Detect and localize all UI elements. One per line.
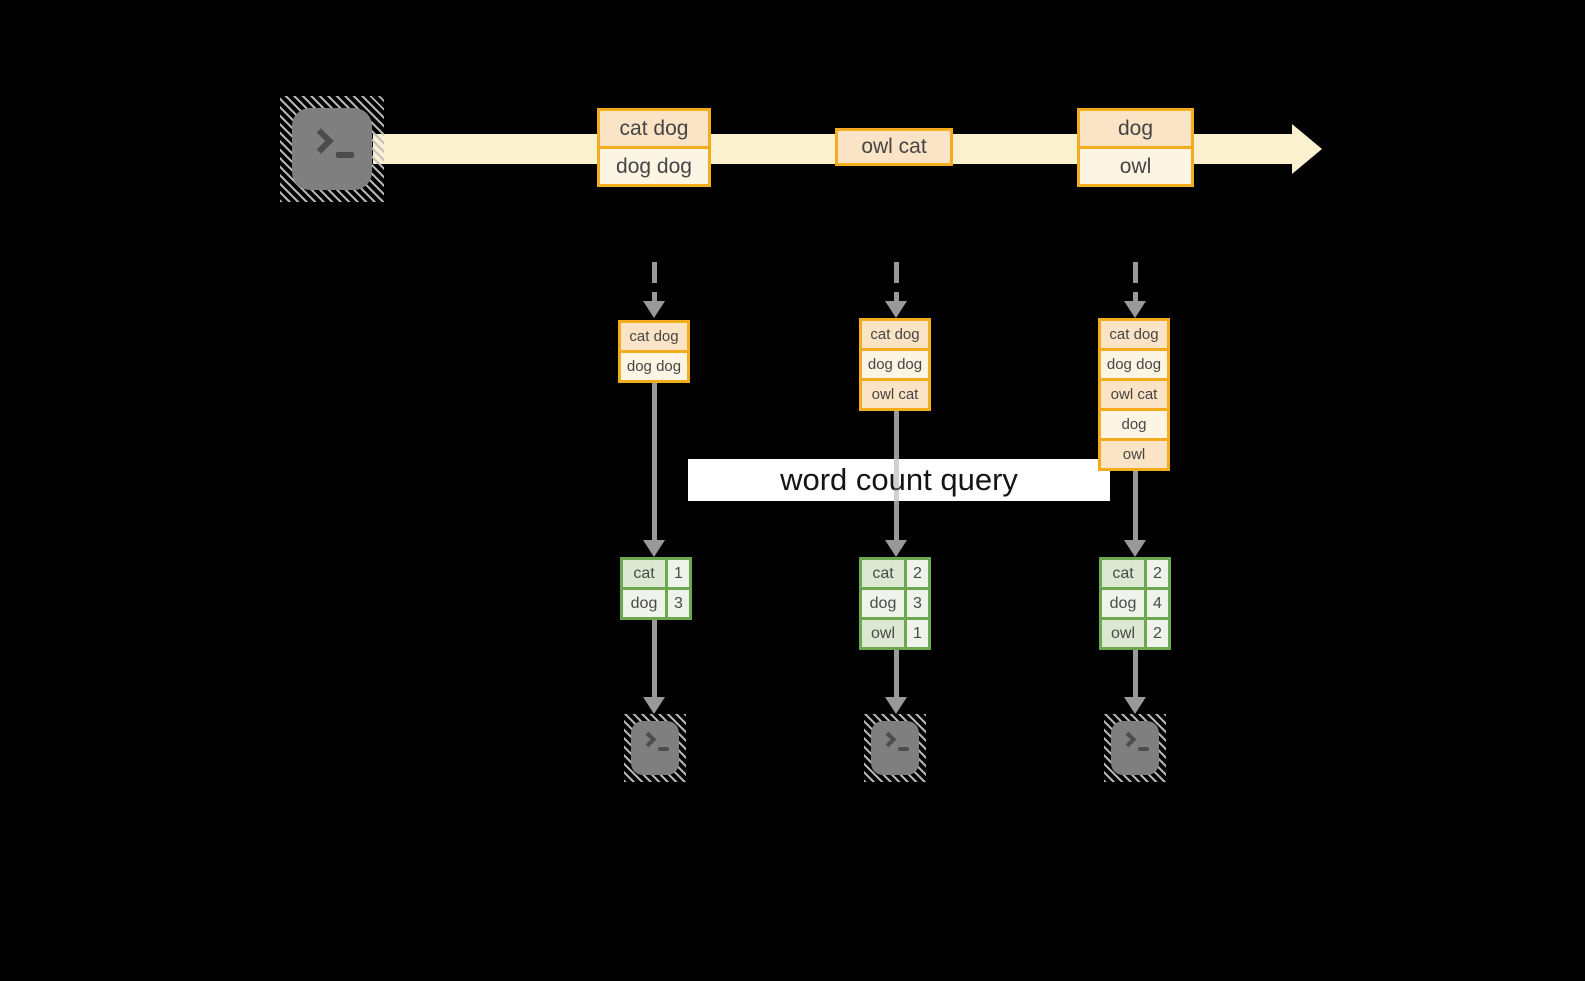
- terminal-icon: [1111, 721, 1159, 775]
- word-cell: dog: [623, 590, 665, 617]
- prompt-cursor-icon: [658, 747, 669, 751]
- stream-batch-2: owl cat: [835, 128, 953, 166]
- word-count-table-3: cat 2 dog 4 owl 2: [1099, 557, 1171, 650]
- record: cat dog: [1101, 321, 1167, 348]
- word-cell: dog: [1102, 590, 1144, 617]
- sink-terminal-3: [1104, 714, 1166, 782]
- count-cell: 2: [1147, 620, 1168, 647]
- stream-batch-1: cat dog dog dog: [597, 108, 711, 187]
- count-cell: 3: [907, 590, 928, 617]
- record: dog dog: [1101, 348, 1167, 378]
- accumulated-records-2: cat dog dog dog owl cat: [859, 318, 931, 411]
- word-cell: owl: [1102, 620, 1144, 647]
- record: dog dog: [621, 350, 687, 380]
- stream-record: owl: [1080, 146, 1191, 184]
- word-cell: dog: [862, 590, 904, 617]
- word-count-table-1: cat 1 dog 3: [620, 557, 692, 620]
- accumulated-records-1: cat dog dog dog: [618, 320, 690, 383]
- count-cell: 3: [668, 590, 689, 617]
- record: owl cat: [1101, 378, 1167, 408]
- count-cell: 1: [668, 560, 689, 587]
- stream-record: owl cat: [838, 131, 950, 163]
- stream-arrow-head-icon: [1292, 124, 1322, 174]
- stream-batch-3: dog owl: [1077, 108, 1194, 187]
- record: cat dog: [621, 323, 687, 350]
- record: dog dog: [862, 348, 928, 378]
- source-terminal: [280, 96, 384, 202]
- word-cell: cat: [623, 560, 665, 587]
- query-label: word count query: [688, 459, 1110, 501]
- count-cell: 2: [1147, 560, 1168, 587]
- count-cell: 2: [907, 560, 928, 587]
- count-cell: 1: [907, 620, 928, 647]
- arrow-through-label: [894, 459, 899, 501]
- terminal-icon: [871, 721, 919, 775]
- stream-record: cat dog: [600, 111, 708, 146]
- terminal-icon: [292, 108, 372, 190]
- word-cell: cat: [862, 560, 904, 587]
- record: cat dog: [862, 321, 928, 348]
- stream-record: dog dog: [600, 146, 708, 184]
- sink-terminal-2: [864, 714, 926, 782]
- stream-record: dog: [1080, 111, 1191, 146]
- word-cell: owl: [862, 620, 904, 647]
- terminal-icon: [631, 721, 679, 775]
- prompt-cursor-icon: [336, 152, 354, 158]
- prompt-cursor-icon: [898, 747, 909, 751]
- prompt-chevron-icon: [308, 128, 334, 154]
- word-count-table-2: cat 2 dog 3 owl 1: [859, 557, 931, 650]
- record: dog: [1101, 408, 1167, 438]
- prompt-chevron-icon: [880, 731, 897, 748]
- record: owl cat: [862, 378, 928, 408]
- count-cell: 4: [1147, 590, 1168, 617]
- sink-terminal-1: [624, 714, 686, 782]
- word-cell: cat: [1102, 560, 1144, 587]
- prompt-chevron-icon: [1120, 731, 1137, 748]
- accumulated-records-3: cat dog dog dog owl cat dog owl: [1098, 318, 1170, 471]
- record: owl: [1101, 438, 1167, 468]
- prompt-chevron-icon: [640, 731, 657, 748]
- prompt-cursor-icon: [1138, 747, 1149, 751]
